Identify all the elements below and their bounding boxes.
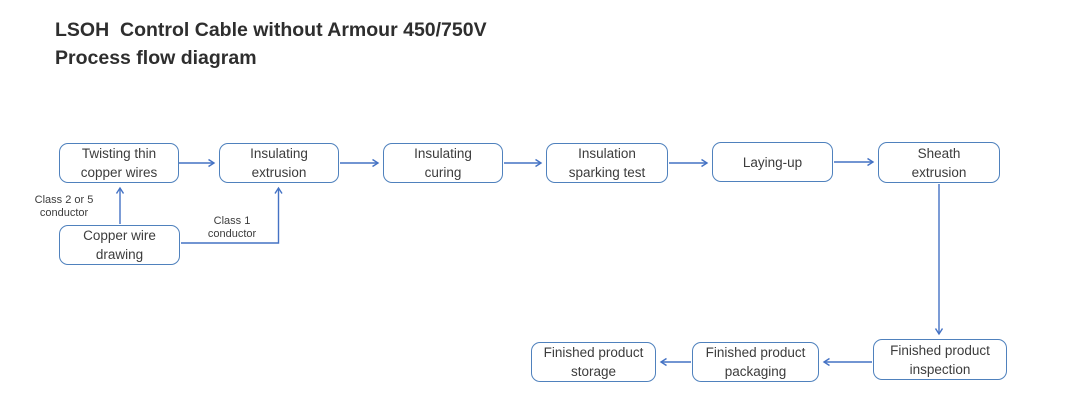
node-finished-product-packaging: Finished product packaging bbox=[692, 342, 819, 382]
node-laying-up: Laying-up bbox=[712, 142, 833, 182]
node-insulating-extrusion: Insulating extrusion bbox=[219, 143, 339, 183]
node-insulating-curing: Insulating curing bbox=[383, 143, 503, 183]
node-insulation-sparking-test: Insulation sparking test bbox=[546, 143, 668, 183]
title-line-2: Process flow diagram bbox=[55, 47, 257, 69]
node-label: Laying-up bbox=[742, 154, 803, 170]
node-sheath-extrusion: Sheath extrusion bbox=[878, 142, 1000, 183]
node-twisting-thin-copper-wires: Twisting thin copper wires bbox=[59, 143, 179, 183]
node-label: Finished product storage bbox=[543, 345, 644, 379]
node-label: Copper wire drawing bbox=[83, 228, 156, 262]
arrow-copper-drawing-to-insulating-extrusion bbox=[181, 186, 283, 244]
node-label: Insulating curing bbox=[414, 146, 472, 180]
node-label: Finished product packaging bbox=[705, 345, 806, 379]
node-finished-product-storage: Finished product storage bbox=[531, 342, 656, 382]
node-copper-wire-drawing: Copper wire drawing bbox=[59, 225, 180, 265]
annotation-class-2-or-5-conductor: Class 2 or 5 conductor bbox=[34, 194, 94, 219]
node-label: Twisting thin copper wires bbox=[80, 146, 158, 180]
node-finished-product-inspection: Finished product inspection bbox=[873, 339, 1007, 380]
page-title: LSOH Control Cable without Armour 450/75… bbox=[55, 16, 487, 72]
node-label: Sheath extrusion bbox=[911, 145, 967, 180]
node-label: Finished product inspection bbox=[890, 342, 990, 377]
node-label: Insulation sparking test bbox=[568, 146, 646, 180]
annotation-class-1-conductor: Class 1 conductor bbox=[207, 215, 257, 240]
node-label: Insulating extrusion bbox=[250, 146, 308, 180]
title-line-1: LSOH Control Cable without Armour 450/75… bbox=[55, 19, 487, 41]
